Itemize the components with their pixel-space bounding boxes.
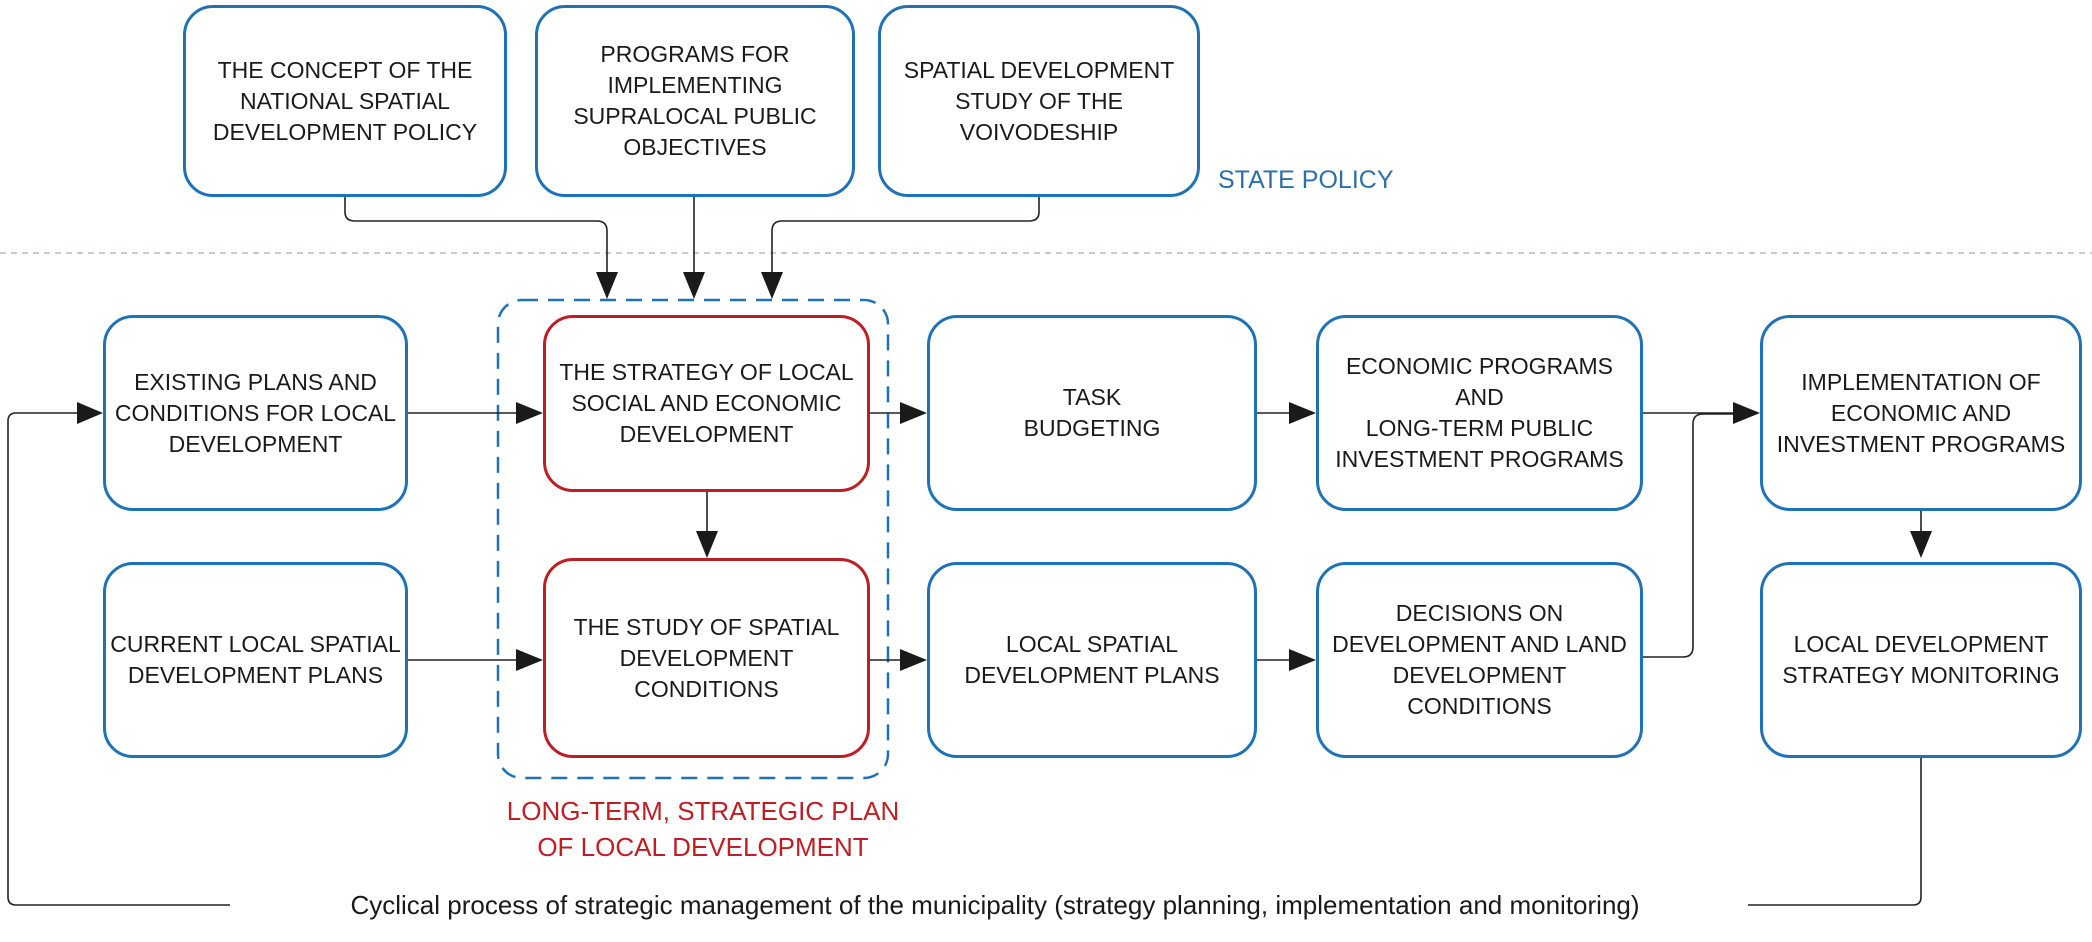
- node-spatial-study: THE STUDY OF SPATIAL DEVELOPMENT CONDITI…: [543, 558, 870, 758]
- node-label: THE CONCEPT OF THE NATIONAL SPATIAL DEVE…: [212, 56, 478, 145]
- long-term-plan-group-frame: [496, 298, 890, 780]
- node-label: LOCAL SPATIAL DEVELOPMENT PLANS: [964, 631, 1220, 688]
- node-economic-programs: ECONOMIC PROGRAMS AND LONG-TERM PUBLIC I…: [1316, 315, 1643, 511]
- node-current-plans: CURRENT LOCAL SPATIAL DEVELOPMENT PLANS: [103, 562, 408, 758]
- node-task-budgeting: TASK BUDGETING: [927, 315, 1257, 511]
- node-label: THE STUDY OF SPATIAL DEVELOPMENT CONDITI…: [573, 613, 840, 702]
- connector-paths: [7, 197, 1922, 906]
- long-term-plan-label: LONG-TERM, STRATEGIC PLAN OF LOCAL DEVEL…: [506, 796, 900, 862]
- node-label: SPATIAL DEVELOPMENT STUDY OF THE VOIVODE…: [903, 56, 1175, 145]
- node-supralocal-programs: PROGRAMS FOR IMPLEMENTING SUPRALOCAL PUB…: [535, 5, 855, 197]
- node-label: TASK BUDGETING: [1023, 384, 1161, 441]
- node-label: IMPLEMENTATION OF ECONOMIC AND INVESTMEN…: [1776, 368, 2066, 457]
- node-voivodeship-study: SPATIAL DEVELOPMENT STUDY OF THE VOIVODE…: [878, 5, 1200, 197]
- node-label: LOCAL DEVELOPMENT STRATEGY MONITORING: [1782, 631, 2060, 688]
- node-strategy: THE STRATEGY OF LOCAL SOCIAL AND ECONOMI…: [543, 315, 870, 492]
- node-decisions: DECISIONS ON DEVELOPMENT AND LAND DEVELO…: [1316, 562, 1643, 758]
- arrowheads: [77, 272, 1932, 671]
- node-local-spatial-plans: LOCAL SPATIAL DEVELOPMENT PLANS: [927, 562, 1257, 758]
- node-label: PROGRAMS FOR IMPLEMENTING SUPRALOCAL PUB…: [573, 41, 817, 160]
- node-label: DECISIONS ON DEVELOPMENT AND LAND DEVELO…: [1332, 600, 1627, 719]
- node-label: ECONOMIC PROGRAMS AND LONG-TERM PUBLIC I…: [1335, 353, 1624, 472]
- node-monitoring: LOCAL DEVELOPMENT STRATEGY MONITORING: [1760, 562, 2082, 758]
- node-label: THE STRATEGY OF LOCAL SOCIAL AND ECONOMI…: [559, 359, 854, 447]
- node-implementation: IMPLEMENTATION OF ECONOMIC AND INVESTMEN…: [1760, 315, 2082, 511]
- node-label: CURRENT LOCAL SPATIAL DEVELOPMENT PLANS: [110, 631, 401, 688]
- node-existing-plans: EXISTING PLANS AND CONDITIONS FOR LOCAL …: [103, 315, 408, 511]
- node-label: EXISTING PLANS AND CONDITIONS FOR LOCAL …: [114, 368, 397, 457]
- cycle-caption: Cyclical process of strategic management…: [350, 890, 1640, 920]
- state-policy-label: STATE POLICY: [1218, 166, 1394, 194]
- node-national-policy-concept: THE CONCEPT OF THE NATIONAL SPATIAL DEVE…: [183, 5, 507, 197]
